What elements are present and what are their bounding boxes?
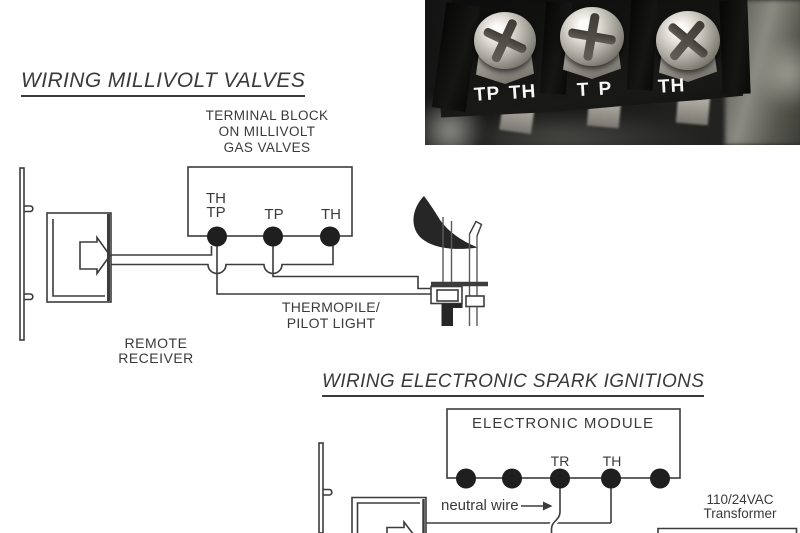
terminal-label-tp: TP: [264, 206, 284, 223]
receiver-label-line: RECEIVER: [118, 350, 194, 366]
remote-receiver-label: REMOTE RECEIVER: [118, 336, 194, 366]
photo-label-tp2: TP: [576, 77, 622, 102]
pilot-tube: [442, 217, 453, 286]
thermopile-label-line: THERMOPILE/: [281, 299, 381, 315]
remote-receiver-box-2: [351, 496, 427, 533]
igniter-tube: [468, 234, 478, 296]
terminal-label-th: TH: [321, 206, 341, 223]
thermopile-connector-inner: [436, 289, 459, 302]
transformer-box-outline: [657, 527, 798, 533]
millivolt-diagram: [19, 166, 488, 341]
igniter-tip: [468, 220, 483, 237]
tr-terminal-label: TR: [550, 453, 570, 469]
wire-tp-pilot: [216, 246, 431, 295]
wire-tp2-pilot: [272, 246, 431, 290]
electronic-module-label: ELECTRONIC MODULE: [471, 415, 655, 432]
terminal-label-th-tp: TH TP: [206, 190, 226, 221]
terminal-block-photo: TP TH TP TH: [425, 0, 800, 145]
bracket-clip: [323, 488, 333, 496]
transformer-label-line: Transformer: [703, 506, 777, 521]
terminal-dot: [263, 226, 283, 247]
transformer-label-line: 110/24VAC: [706, 492, 774, 507]
module-dot: [456, 468, 476, 489]
th-terminal-label: TH: [602, 453, 622, 469]
neutral-wire-label: neutral wire: [441, 497, 519, 514]
bracket-clip: [24, 293, 34, 301]
transformer-label: 110/24VAC Transformer: [703, 493, 776, 521]
module-dot: [650, 468, 670, 489]
photo-label-th: TH: [508, 81, 537, 104]
caption-line: GAS VALVES: [223, 140, 311, 155]
receiver2-inner-line: [356, 502, 420, 533]
wire-receiver-th-tp: [111, 246, 213, 256]
thermopile-body: [441, 303, 453, 326]
millivolt-title: WIRING MILLIVOLT VALVES: [21, 69, 306, 97]
photo-label-th2: TH: [657, 75, 686, 98]
receiver-arrow-icon: [79, 235, 111, 276]
terminal-label-line: TH: [206, 190, 226, 207]
spark-ignition-diagram: [318, 408, 798, 533]
module-dot-th: [601, 468, 621, 489]
caption-line: ON MILLIVOLT: [218, 124, 316, 139]
screw-slot: [555, 2, 628, 71]
igniter-connector: [465, 295, 485, 308]
spark-ignition-title: WIRING ELECTRONIC SPARK IGNITIONS: [322, 371, 705, 397]
wire-tr-neutral: [550, 488, 561, 533]
photo-label-tp: TP: [473, 83, 501, 106]
module-dot: [502, 468, 522, 489]
pilot-hood-shape: [413, 196, 478, 249]
thermopile-tab: [453, 303, 463, 308]
thermopile-label: THERMOPILE/ PILOT LIGHT: [281, 299, 381, 331]
receiver2-arrow-icon: [386, 519, 414, 533]
remote-receiver-box: [46, 212, 112, 303]
module-dot-tr: [550, 468, 570, 489]
caption-line: TERMINAL BLOCK: [205, 108, 329, 123]
igniter-tube-lower: [468, 306, 478, 326]
terminal-dot: [207, 226, 227, 247]
wall-bracket: [19, 167, 25, 341]
screw-icon: [474, 12, 536, 69]
receiver-label-line: REMOTE: [124, 335, 188, 351]
photo-metal-highlight: [757, 30, 800, 116]
screw-icon: [656, 11, 720, 70]
terminal-dot: [320, 226, 340, 247]
bracket-clip: [24, 205, 34, 213]
neutral-arrow-head: [543, 501, 553, 511]
receiver-inner-line: [52, 219, 105, 297]
screw-icon: [560, 7, 624, 66]
wire-receiver-th: [111, 246, 334, 275]
terminal-block-caption: TERMINAL BLOCK ON MILLIVOLT GAS VALVES: [206, 108, 329, 156]
thermopile-label-line: PILOT LIGHT: [286, 314, 376, 331]
wall-bracket-2: [318, 442, 324, 533]
terminal-label-line: TP: [206, 204, 226, 221]
